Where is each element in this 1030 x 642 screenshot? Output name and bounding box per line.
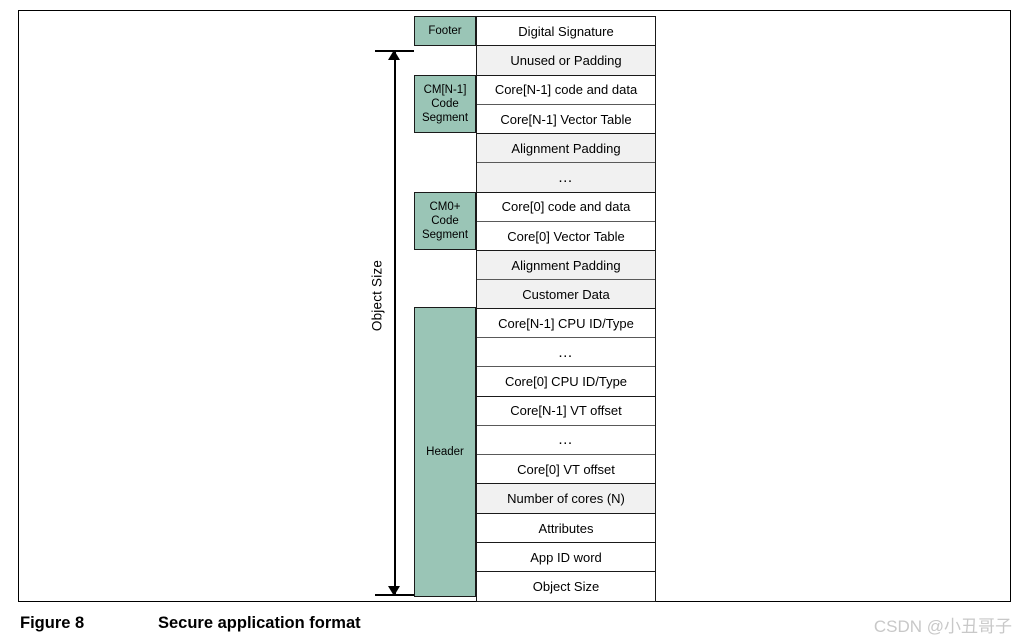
measure-arrow-down-icon: [388, 586, 400, 596]
watermark: CSDN @小丑哥子: [873, 617, 1012, 636]
stack-group-header-attributes-group: Attributes: [476, 512, 656, 544]
figure-caption-text: Secure application format: [158, 614, 361, 632]
stack-row-object-size-field: Object Size: [477, 572, 655, 602]
measure-line: [394, 50, 396, 596]
stack-row-core-0-cpu-id-type: Core[0] CPU ID/Type: [477, 367, 655, 397]
stack-row-app-id-word: App ID word: [477, 543, 655, 573]
stack-group-header-vt-offset-group: Core[N-1] VT offset…Core[0] VT offset: [476, 395, 656, 485]
measure-arrow-up-icon: [388, 50, 400, 60]
stack-row-ellipsis-code-segments: …: [477, 163, 655, 193]
stack-row-ellipsis-vt-offset: …: [477, 425, 655, 455]
object-size-measure: Object Size: [355, 50, 414, 596]
segment-label-footer: Footer: [414, 16, 476, 46]
stack-row-attributes: Attributes: [477, 513, 655, 543]
stack-row-alignment-padding-upper: Alignment Padding: [477, 134, 655, 164]
stack-group-unused-padding-group: Unused or Padding: [476, 45, 656, 77]
stack-group-header-cpu-id-group: Core[N-1] CPU ID/Type…Core[0] CPU ID/Typ…: [476, 308, 656, 398]
stack-row-core-n1-vt-offset: Core[N-1] VT offset: [477, 396, 655, 426]
stack-group-footer-group: Digital Signature: [476, 16, 656, 47]
figure-caption: Figure 8 Secure application format: [20, 614, 361, 633]
stack-group-upper-padding-group: Alignment Padding…: [476, 133, 656, 194]
stack-group-header-number-of-cores-group: Number of cores (N): [476, 483, 656, 515]
stack-row-core-0-vector-table: Core[0] Vector Table: [477, 221, 655, 251]
stack-row-unused-or-padding: Unused or Padding: [477, 46, 655, 76]
stack-row-core-n1-code-and-data: Core[N-1] code and data: [477, 75, 655, 105]
segment-label-cm-n1-code-segment: CM[N-1] Code Segment: [414, 75, 476, 133]
stack-row-core-n1-vector-table: Core[N-1] Vector Table: [477, 104, 655, 134]
measure-tick-bottom: [375, 594, 414, 596]
stack-row-digital-signature: Digital Signature: [477, 17, 655, 46]
stack-row-number-of-cores: Number of cores (N): [477, 484, 655, 514]
stack-row-customer-data: Customer Data: [477, 280, 655, 310]
stack-row-core-n1-cpu-id-type: Core[N-1] CPU ID/Type: [477, 309, 655, 339]
figure-caption-number: Figure 8: [20, 614, 85, 632]
segment-label-header: Header: [414, 307, 476, 597]
stack-group-header-app-id-word-group: App ID word: [476, 542, 656, 574]
stack-group-header-object-size-group: Object Size: [476, 571, 656, 603]
stack-row-core-0-code-and-data: Core[0] code and data: [477, 192, 655, 222]
segment-label-cm0-code-segment: CM0+ Code Segment: [414, 192, 476, 250]
stack-row-alignment-padding-lower: Alignment Padding: [477, 251, 655, 281]
stack-row-core-0-vt-offset: Core[0] VT offset: [477, 454, 655, 484]
object-size-axis-label: Object Size: [369, 259, 385, 332]
stack-row-ellipsis-cpu-id: …: [477, 338, 655, 368]
